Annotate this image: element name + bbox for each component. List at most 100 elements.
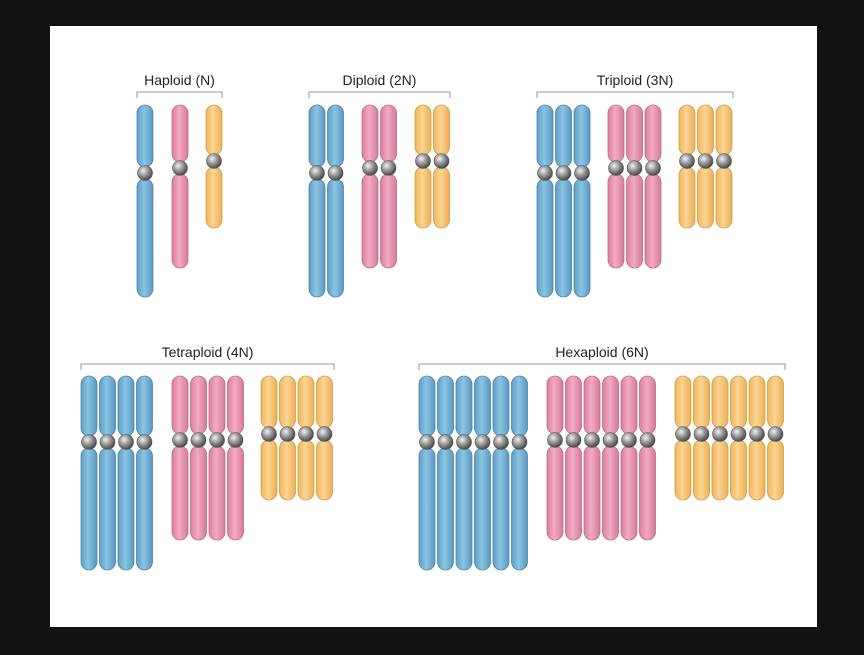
chromosome-arm-long	[492, 447, 510, 571]
chromosome-blue	[418, 375, 436, 571]
chromosome-orange	[674, 375, 692, 501]
centromere	[137, 165, 153, 181]
centromere	[555, 165, 572, 181]
chromosome-orange	[205, 104, 223, 229]
chromosome-arm-short	[697, 104, 714, 156]
chromosome-arm-short	[190, 375, 207, 435]
bracket-haploid	[136, 91, 223, 98]
centromere	[327, 165, 344, 181]
chromosome-pink	[626, 104, 643, 269]
chromosome-arm-long	[602, 445, 619, 541]
centromere	[602, 432, 619, 448]
chromosome-arm-long	[297, 439, 315, 501]
centromere	[716, 153, 732, 169]
chromosome-arm-long	[644, 173, 662, 269]
chromosome-set-diploid	[308, 104, 450, 298]
chromosome-pink	[607, 104, 625, 269]
chromosome-pink	[361, 104, 379, 269]
centromere	[309, 165, 325, 181]
chromosome-pink	[171, 104, 189, 269]
chromosome-orange	[297, 375, 315, 501]
chromosome-arm-long	[555, 178, 572, 298]
diagram-panel: Haploid (N) Diploid (2N) Triploid (3N) T…	[50, 26, 817, 627]
chromosome-orange	[260, 375, 278, 501]
chromosome-arm-long	[678, 166, 696, 229]
chromosome-arm-short	[227, 375, 244, 435]
chromosome-orange	[279, 375, 296, 501]
group-diploid: Diploid (2N)	[308, 72, 451, 98]
chromosome-arm-long	[171, 173, 189, 269]
chromosome-set-hexaploid	[418, 375, 784, 571]
centromere	[608, 160, 624, 176]
chromosome-orange	[433, 104, 450, 229]
chromosome-pink	[380, 104, 397, 269]
chromosome-blue	[117, 375, 135, 571]
chromosome-arm-short	[767, 375, 784, 429]
chromosome-arm-long	[260, 439, 278, 501]
centromere	[639, 432, 656, 448]
centromere	[172, 432, 188, 448]
bracket-tetraploid	[80, 363, 335, 370]
chromosome-arm-short	[492, 375, 510, 437]
chromosome-arm-short	[678, 104, 696, 156]
chromosome-pink	[190, 375, 207, 541]
centromere	[493, 434, 509, 450]
chromosome-arm-short	[730, 375, 747, 429]
chromosome-blue	[80, 375, 98, 571]
chromosome-blue	[474, 375, 491, 571]
chromosome-blue	[136, 104, 154, 298]
chromosome-arm-short	[437, 375, 454, 437]
chromosome-set-haploid	[136, 104, 223, 298]
chromosome-arm-long	[433, 166, 450, 229]
chromosome-arm-short	[171, 375, 189, 435]
chromosome-arm-long	[136, 178, 154, 298]
centromere	[621, 432, 637, 448]
chromosome-arm-long	[626, 173, 643, 269]
chromosome-arm-long	[171, 445, 189, 541]
centromere	[547, 432, 563, 448]
chromosome-arm-short	[380, 104, 397, 163]
chromosome-arm-long	[639, 445, 656, 541]
chromosome-arm-short	[418, 375, 436, 437]
chromosome-orange	[693, 375, 710, 501]
group-triploid: Triploid (3N)	[536, 72, 734, 98]
label-tetraploid: Tetraploid (4N)	[162, 344, 254, 360]
centromere	[511, 434, 528, 450]
chromosome-orange	[715, 104, 733, 229]
centromere	[209, 432, 225, 448]
chromosome-pink	[602, 375, 619, 541]
chromosome-orange	[678, 104, 696, 229]
centromere	[574, 165, 590, 181]
centromere	[206, 153, 222, 169]
chromosome-arm-short	[639, 375, 656, 435]
chromosome-blue	[511, 375, 528, 571]
centromere	[190, 432, 207, 448]
centromere	[767, 426, 784, 442]
centromere	[693, 426, 710, 442]
chromosome-arm-long	[730, 439, 747, 501]
chromosome-orange	[316, 375, 333, 501]
chromosome-arm-long	[117, 447, 135, 571]
chromosome-arm-long	[414, 166, 432, 229]
chromosome-arm-long	[546, 445, 564, 541]
centromere	[697, 153, 714, 169]
chromosome-arm-short	[555, 104, 572, 168]
centromere	[675, 426, 691, 442]
chromosome-arm-short	[546, 375, 564, 435]
chromosome-arm-long	[565, 445, 582, 541]
centromere	[362, 160, 378, 176]
chromosome-arm-short	[715, 104, 733, 156]
chromosome-arm-long	[474, 447, 491, 571]
centromere	[433, 153, 450, 169]
chromosome-arm-short	[711, 375, 729, 429]
chromosome-arm-long	[455, 447, 473, 571]
centromere	[279, 426, 296, 442]
chromosome-arm-short	[80, 375, 98, 437]
chromosome-set-triploid	[536, 104, 733, 298]
chromosome-blue	[536, 104, 554, 298]
chromosome-blue	[437, 375, 454, 571]
centromere	[679, 153, 695, 169]
chromosome-arm-short	[511, 375, 528, 437]
chromosome-blue	[492, 375, 510, 571]
chromosome-arm-long	[327, 178, 344, 298]
